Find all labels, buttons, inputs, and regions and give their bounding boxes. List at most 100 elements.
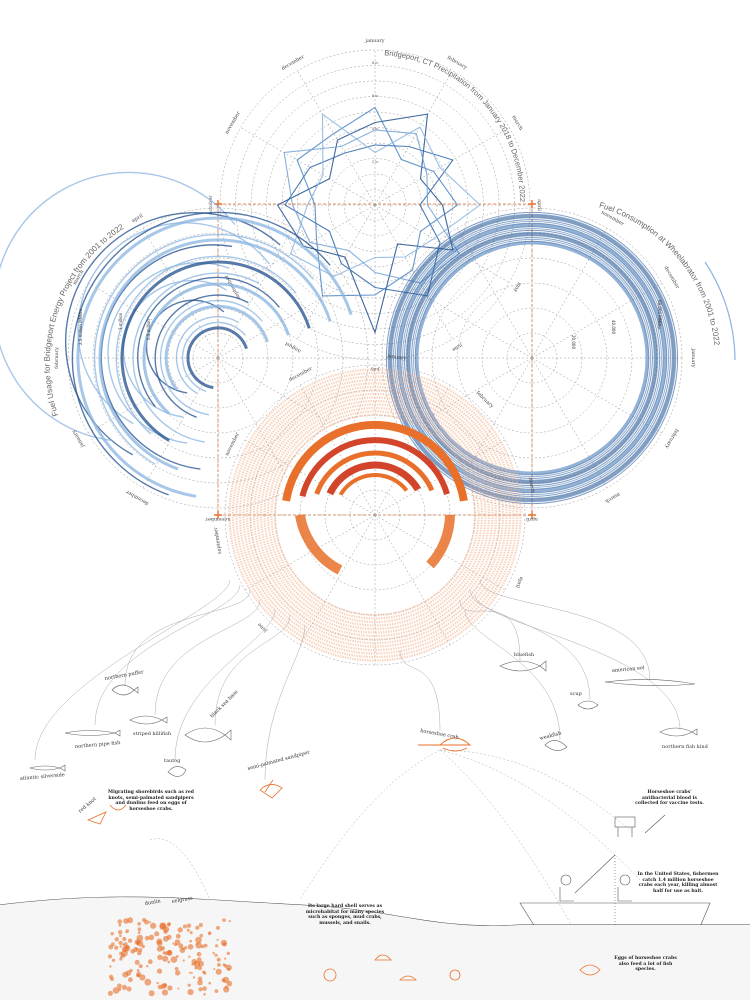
eelgrass-dot <box>197 979 203 986</box>
eelgrass-dot <box>187 983 191 987</box>
fuel-consumption-ring <box>394 220 670 496</box>
eelgrass-dot <box>190 972 193 974</box>
red-knot-icon <box>86 804 127 825</box>
connector-line <box>34 579 231 761</box>
grid-spoke <box>87 357 219 434</box>
eelgrass-dot <box>188 955 191 958</box>
eelgrass-dot <box>198 960 204 967</box>
label-red-knot: red knot <box>77 796 97 814</box>
eelgrass-dot <box>184 946 188 950</box>
eelgrass-dot <box>224 957 227 960</box>
eelgrass-dot <box>203 943 208 948</box>
eelgrass-dot <box>213 968 216 971</box>
bottom-ring-solid <box>326 461 422 496</box>
month-label-april: april <box>131 213 145 224</box>
eelgrass-dot <box>197 976 203 981</box>
left-tick-2: 1 million <box>118 312 123 330</box>
eelgrass-dot <box>107 954 113 959</box>
eelgrass-dot <box>159 922 167 929</box>
month-label-january: january <box>690 347 696 367</box>
bottom-ring-solid <box>299 437 450 498</box>
month-label-june: june <box>257 621 270 634</box>
eelgrass-dot <box>119 945 122 948</box>
grid-spoke <box>142 227 219 359</box>
bottom-ring-lower-arc <box>426 514 455 569</box>
grid-ring <box>328 158 422 252</box>
eelgrass-dot <box>220 939 227 946</box>
eelgrass-dot <box>223 986 230 993</box>
fuel-consumption-ring <box>414 240 650 476</box>
fuel-usage-ring <box>159 299 263 416</box>
eelgrass-dot <box>191 958 198 965</box>
fuel-consumption-ring <box>403 229 661 487</box>
grid-ring <box>456 282 608 434</box>
seabed-fill <box>0 897 750 1000</box>
eelgrass-dot <box>224 985 228 989</box>
eelgrass-dot <box>214 989 219 993</box>
eelgrass-dot <box>226 951 230 956</box>
bottom-ring-dotted <box>252 392 498 638</box>
fuel-consumption-rings <box>385 211 736 505</box>
fuel-consumption-ring <box>409 235 655 481</box>
eelgrass-dot <box>137 931 141 934</box>
month-label-february: february <box>475 390 495 410</box>
fish-egg-cluster <box>579 964 601 976</box>
left-tick-1: 2.5 million MMBtu <box>78 309 83 345</box>
precipitation-tick-labels: 8 in 6 in 4 in 2 in <box>372 61 379 164</box>
grid-spoke <box>240 127 376 206</box>
eelgrass-dot <box>178 943 184 949</box>
eelgrass-dot <box>225 964 232 971</box>
eelgrass-dot <box>119 957 123 961</box>
grid-spoke <box>142 357 219 489</box>
grid-spoke <box>217 227 294 359</box>
month-label-april: april <box>536 199 542 211</box>
bluefish-icon <box>499 660 547 672</box>
fuel-usage-ring <box>181 321 246 393</box>
bottom-ring-dotted <box>249 389 501 641</box>
eelgrass-dot <box>216 925 220 930</box>
eelgrass-dot <box>207 931 212 936</box>
eelgrass-dot <box>191 963 194 966</box>
eelgrass-dot <box>138 964 143 969</box>
note-shorebirds: Migrating shorebirds such as red knots, … <box>108 790 194 812</box>
fuel-usage-ring <box>164 304 269 391</box>
label-horseshoe-crab: horseshoe crab <box>420 728 459 741</box>
eelgrass-dot <box>196 957 202 962</box>
eelgrass-dot <box>148 921 151 924</box>
eelgrass-dot <box>189 931 193 935</box>
fuel-usage-tick-labels: 2.5 million MMBtu 1 million 0.5 million <box>78 309 151 345</box>
grid-spoke <box>297 70 376 206</box>
eelgrass-dot <box>208 981 211 985</box>
fuel-consumption-ring <box>391 217 673 499</box>
fuel-usage-rings <box>0 171 353 498</box>
eelgrass-dot <box>125 929 130 933</box>
eelgrass-dot <box>170 956 178 963</box>
precip-year-line <box>284 144 454 297</box>
eelgrass-dot <box>118 987 122 992</box>
eelgrass-dot <box>167 985 173 991</box>
eelgrass-dot <box>109 965 112 968</box>
precip-tick-2: 2 in <box>372 160 379 164</box>
eelgrass-dot <box>126 986 132 992</box>
label-bass: black sea bass <box>209 689 239 719</box>
fuel-usage-ring <box>137 276 280 408</box>
grid-spoke <box>374 70 453 206</box>
eelgrass-dot <box>216 957 221 962</box>
bottom-ring-dotted <box>235 375 515 655</box>
grid-spoke <box>374 439 506 516</box>
eelgrass-dot <box>112 987 120 994</box>
right-tick-2: 40,000 <box>611 320 616 334</box>
label-bluefish: bluefish <box>514 652 535 658</box>
month-label-november: november <box>224 431 241 457</box>
eelgrass-dot <box>187 989 194 996</box>
left-tick-3: 0.5 million <box>146 319 151 340</box>
eelgrass-dot <box>107 990 113 996</box>
bottom-ring-dotted <box>273 413 477 617</box>
label-scup: scup <box>570 691 582 697</box>
precip-tick-8: 8 in <box>372 61 379 65</box>
fuel-consumption-ring <box>412 238 652 478</box>
fuel-consumption-ring <box>385 211 679 505</box>
fuel-usage-ring <box>175 316 239 394</box>
connector-line <box>479 579 651 681</box>
